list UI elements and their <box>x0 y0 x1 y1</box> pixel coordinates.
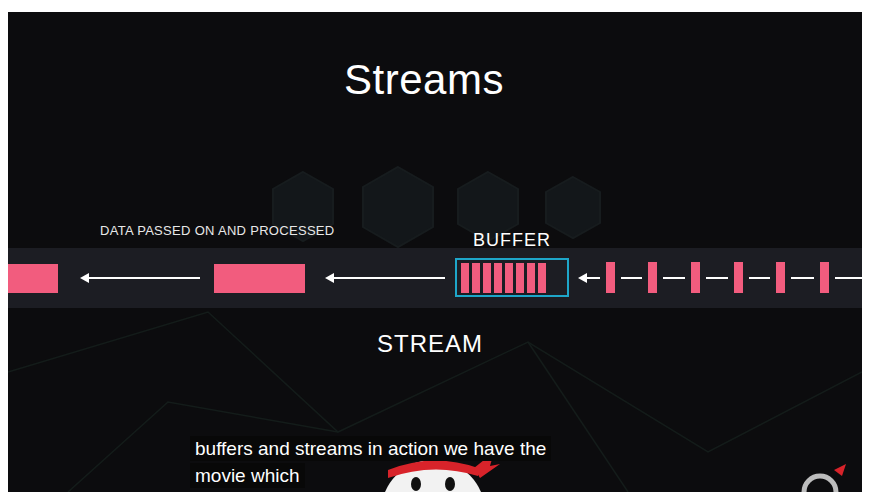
stream-band: STREAMBUFFER <box>8 248 862 308</box>
video-frame: StreamsDATA PASSED ON AND PROCESSED <box>8 12 862 492</box>
buffer-fill <box>461 263 546 293</box>
stream-illustration <box>8 248 862 308</box>
slide-title: Streams <box>344 56 504 104</box>
incoming-chunk <box>606 262 829 293</box>
buffer-label: BUFFER <box>473 230 551 251</box>
buffer-box: BUFFER <box>455 258 569 297</box>
flow-arrow <box>86 277 600 279</box>
video-subtitle: buffers and streams in action we have th… <box>190 436 551 488</box>
corner-icon <box>804 464 846 492</box>
stream-label: STREAM <box>377 330 483 358</box>
section-label: DATA PASSED ON AND PROCESSED <box>100 223 335 238</box>
data-chunk <box>8 264 305 293</box>
stream-dash <box>621 277 862 279</box>
faint-lines <box>8 312 862 492</box>
arrow-head <box>80 273 587 283</box>
